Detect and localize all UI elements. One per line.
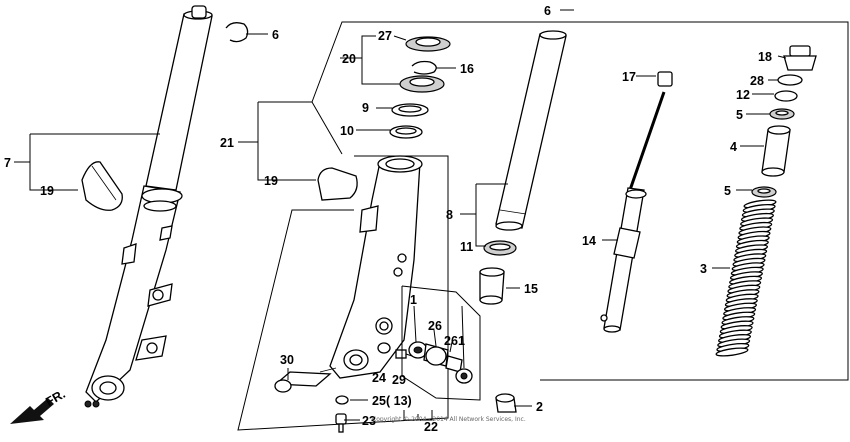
snap-ring-16 <box>411 60 437 75</box>
fork-tube-8 <box>495 30 567 231</box>
fork-slider-center <box>319 155 423 379</box>
callout-26-right: 26 <box>444 334 458 348</box>
oil-lock-piece-15 <box>479 267 505 305</box>
socket-bolt-30 <box>274 371 332 393</box>
callout-4: 4 <box>730 140 737 154</box>
bolt-23 <box>335 413 347 433</box>
callout-18: 18 <box>758 50 772 64</box>
callout-15: 15 <box>524 282 538 296</box>
callout-labels: 6 7 19 21 19 27 20 16 9 10 6 8 11 15 17 … <box>4 4 772 434</box>
washer-25 <box>335 395 349 405</box>
callout-1-left: 1 <box>410 293 417 307</box>
copyright-notice: Copyright © 2004 - 2014 All Network Serv… <box>372 416 526 423</box>
callout-8: 8 <box>446 208 453 222</box>
callout-25-ref: ( 13) <box>386 394 412 408</box>
callout-21: 21 <box>220 136 234 150</box>
bearing-spacer-set <box>408 341 473 384</box>
callout-24: 24 <box>372 371 386 385</box>
callout-5-bottom: 5 <box>724 184 731 198</box>
fork-spring-3 <box>715 199 777 357</box>
callout-26-left: 26 <box>428 319 442 333</box>
callout-16: 16 <box>460 62 474 76</box>
callout-22: 22 <box>424 420 438 434</box>
collar-2 <box>495 393 517 413</box>
spring-collar-4 <box>761 125 791 177</box>
callout-19-left: 19 <box>40 184 54 198</box>
callout-25: 25 <box>372 394 386 408</box>
callout-19-center: 19 <box>264 174 278 188</box>
callout-28: 28 <box>750 74 764 88</box>
callout-2: 2 <box>536 400 543 414</box>
callout-30: 30 <box>280 353 294 367</box>
spring-coil <box>715 347 749 357</box>
callout-6-top-right: 6 <box>544 4 551 18</box>
callout-27: 27 <box>378 29 392 43</box>
snap-ring-6-top <box>225 22 249 43</box>
spring-seat-12 <box>774 90 798 102</box>
callout-14: 14 <box>582 234 596 248</box>
callout-12: 12 <box>736 88 750 102</box>
callout-6-top-left: 6 <box>272 28 279 42</box>
callout-17: 17 <box>622 70 636 84</box>
callout-3: 3 <box>700 262 707 276</box>
callout-10: 10 <box>340 124 354 138</box>
callout-20: 20 <box>342 52 356 66</box>
leader-lines <box>14 9 787 421</box>
callout-29: 29 <box>392 373 406 387</box>
fork-bolt-18 <box>783 45 817 71</box>
reflector-holder-19-center <box>317 167 358 201</box>
washer-24 <box>377 342 391 354</box>
callout-9: 9 <box>362 101 369 115</box>
callout-23: 23 <box>362 414 376 428</box>
callout-11: 11 <box>460 240 473 254</box>
front-arrow-icon <box>10 398 54 424</box>
callout-1-right: 1 <box>458 334 465 348</box>
reflector-holder-19 <box>81 161 123 211</box>
callout-5-top: 5 <box>736 108 743 122</box>
fork-leg-assembly <box>84 5 213 408</box>
callout-7: 7 <box>4 156 11 170</box>
assembly-frame-lines <box>237 21 849 431</box>
o-ring-28 <box>777 74 803 86</box>
damper-rod-14 <box>600 71 673 333</box>
